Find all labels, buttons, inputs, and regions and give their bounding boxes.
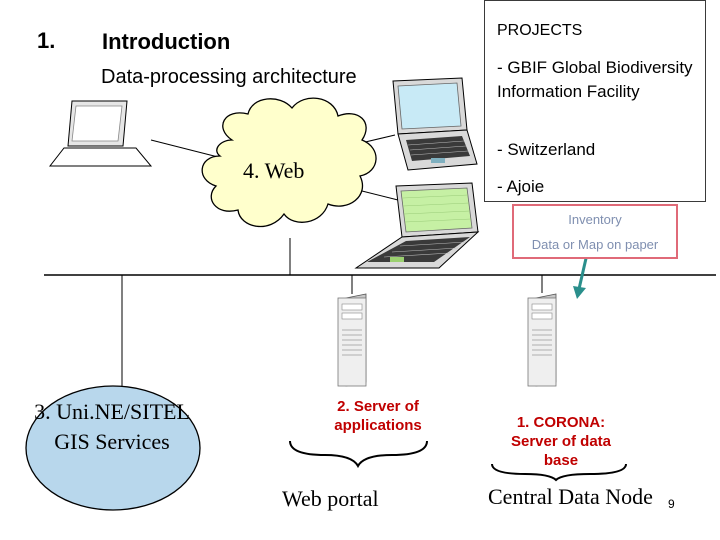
- cloud-icon: [201, 97, 377, 228]
- server-tower-icon: [337, 293, 367, 387]
- gis-label: 3. Uni.NE/SITEL GIS Services: [34, 399, 190, 454]
- inventory-label: Inventory: [568, 212, 622, 227]
- server-applications-label: 2. Server of applications: [334, 398, 422, 434]
- page-number: 9: [668, 497, 675, 511]
- laptop-icon: [392, 77, 478, 171]
- projects-item-ajoie: - Ajoie: [497, 177, 545, 196]
- section-number: 1.: [37, 28, 56, 53]
- web-label: 4. Web: [243, 158, 305, 183]
- projects-box: PROJECTS - GBIF Global Biodiversity Info…: [484, 0, 706, 202]
- connector-desktop-cloud: [150, 139, 223, 159]
- laptop-icon: [354, 182, 480, 269]
- central-data-node-label: Central Data Node: [488, 484, 653, 509]
- projects-heading: PROJECTS: [497, 22, 583, 39]
- projects-item-gbif: - GBIF Global Biodiversity Information F…: [497, 58, 693, 101]
- data-server-label: 1. CORONA: Server of data base: [510, 414, 612, 469]
- arrow-icon: [573, 253, 589, 299]
- inventory-box: Inventory Data or Map on paper: [512, 204, 678, 259]
- inventory-sublabel: Data or Map on paper: [531, 237, 659, 252]
- gis-node-ellipse: [25, 385, 201, 511]
- slide-title: Introduction: [102, 29, 231, 54]
- brace-icon: [491, 463, 627, 482]
- server-tower-icon: [527, 293, 557, 387]
- slide-subtitle: Data-processing architecture: [101, 66, 357, 88]
- brace-icon: [289, 440, 428, 469]
- projects-item-switzerland: - Switzerland: [497, 140, 596, 159]
- web-portal-label: Web portal: [282, 486, 379, 511]
- desktop-laptop-icon: [48, 100, 153, 167]
- connector-laptop2-cloud: [357, 189, 399, 201]
